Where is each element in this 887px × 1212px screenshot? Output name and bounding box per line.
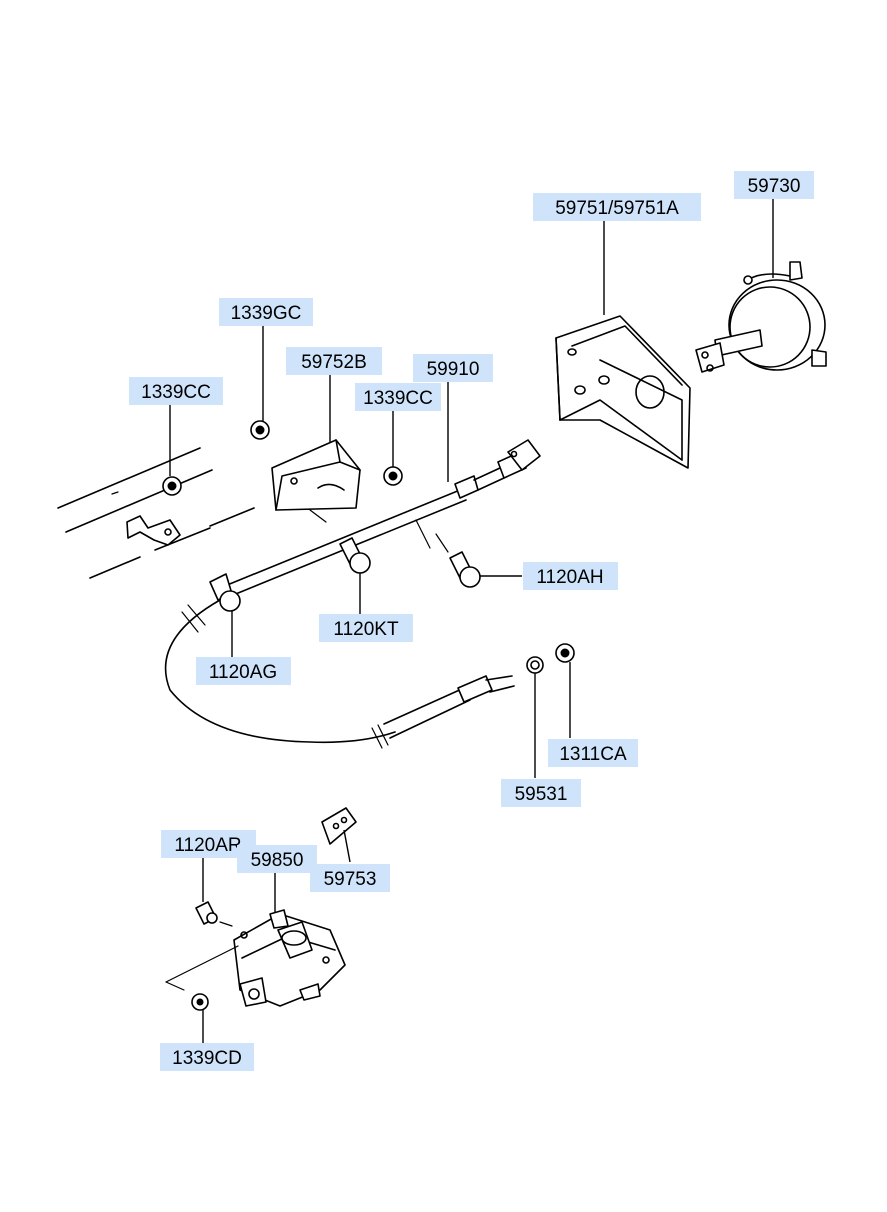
svg-text:1120AH: 1120AH	[536, 567, 603, 588]
body-rail-part	[57, 447, 255, 579]
svg-text:1339CC: 1339CC	[141, 382, 211, 403]
bolt-1120ah	[435, 533, 481, 588]
callout-1339cc-left[interactable]: 1339CC	[129, 377, 223, 405]
svg-text:59730: 59730	[748, 176, 801, 197]
callout-1120ar[interactable]: 1120AR	[161, 830, 256, 858]
callout-59752b[interactable]: 59752B	[286, 347, 382, 375]
callout-59751-59751a[interactable]: 59751/59751A	[533, 193, 701, 221]
svg-text:59910: 59910	[427, 359, 480, 380]
nut-1339cc-mid	[383, 466, 403, 486]
pump-59850-part	[165, 909, 346, 1007]
svg-text:59850: 59850	[251, 850, 304, 871]
callout-1339cd[interactable]: 1339CD	[160, 1043, 254, 1071]
callout-59753[interactable]: 59753	[310, 864, 390, 892]
svg-text:59531: 59531	[515, 784, 568, 805]
actuator-bracket-part	[555, 315, 691, 469]
washer-59531	[526, 656, 544, 674]
leader-lines	[169, 198, 774, 1043]
nut-1339cd	[191, 993, 209, 1011]
callout-1120kt[interactable]: 1120KT	[319, 614, 413, 642]
nut-1311ca	[555, 643, 575, 663]
cable-bracket-part	[271, 439, 361, 523]
svg-text:1120AR: 1120AR	[174, 835, 241, 856]
callout-1120ag[interactable]: 1120AG	[196, 657, 291, 685]
callout-1120ah[interactable]: 1120AH	[523, 562, 618, 590]
plate-59753-part	[321, 807, 357, 845]
svg-text:59751/59751A: 59751/59751A	[555, 198, 679, 219]
callout-1311ca[interactable]: 1311CA	[548, 739, 638, 767]
vacuum-actuator-part	[695, 261, 827, 373]
throttle-cable-part	[164, 439, 541, 749]
callout-59730[interactable]: 59730	[734, 171, 814, 199]
svg-text:1339CC: 1339CC	[363, 388, 433, 409]
svg-text:1311CA: 1311CA	[559, 744, 627, 765]
bolt-1120ar	[195, 901, 233, 927]
callout-59850[interactable]: 59850	[237, 845, 317, 873]
nut-1339cc-left	[162, 476, 182, 496]
svg-text:1120AG: 1120AG	[209, 662, 277, 683]
callout-1339cc-mid[interactable]: 1339CC	[355, 383, 441, 411]
callout-59531[interactable]: 59531	[501, 779, 581, 807]
svg-text:1339GC: 1339GC	[231, 303, 302, 324]
bolt-1120ag	[209, 573, 241, 612]
callout-59910[interactable]: 59910	[413, 354, 493, 382]
svg-text:59753: 59753	[324, 869, 377, 890]
callout-1339gc[interactable]: 1339GC	[219, 298, 313, 326]
svg-text:59752B: 59752B	[301, 352, 367, 373]
svg-text:1120KT: 1120KT	[333, 619, 399, 640]
bolt-1120kt	[339, 537, 371, 574]
nut-1339gc	[250, 420, 270, 440]
svg-text:1339CD: 1339CD	[172, 1048, 242, 1069]
